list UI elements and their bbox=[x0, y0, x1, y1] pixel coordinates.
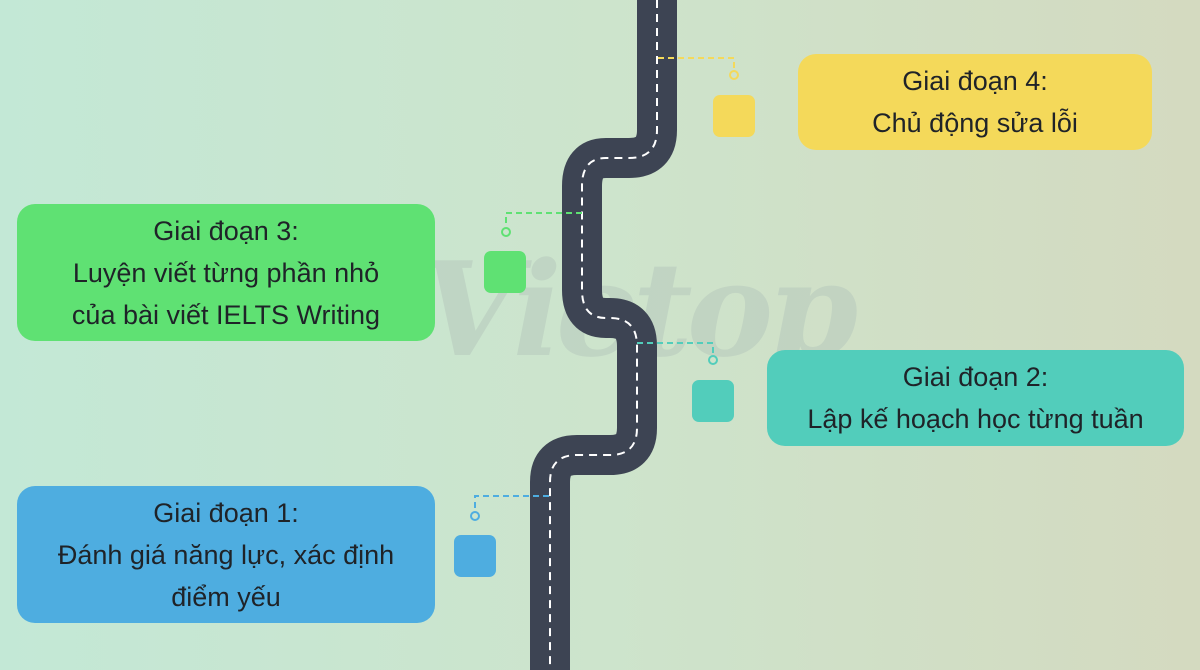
stage-1-line-2: điểm yếu bbox=[171, 581, 281, 612]
stage-2-marker bbox=[692, 380, 734, 422]
stage-4-title: Giai đoạn 4: bbox=[902, 66, 1048, 96]
connector-stage-1 bbox=[470, 495, 549, 521]
connector-stage-4 bbox=[658, 57, 739, 80]
winding-road bbox=[530, 0, 677, 670]
stage-3-line-1: Luyện viết từng phần nhỏ bbox=[72, 257, 380, 288]
stage-3-card: Giai đoạn 3: Luyện viết từng phần nhỏ củ… bbox=[17, 204, 435, 341]
stage-1-title: Giai đoạn 1: bbox=[153, 497, 299, 528]
stage-1-marker bbox=[454, 535, 496, 577]
stage-3-marker bbox=[484, 251, 526, 293]
road-surface bbox=[530, 0, 677, 670]
stage-4-marker bbox=[713, 95, 755, 137]
stage-2-card: Giai đoạn 2: Lập kế hoạch học từng tuần bbox=[767, 350, 1184, 446]
stage-4-card: Giai đoạn 4: Chủ động sửa lỗi bbox=[798, 54, 1152, 150]
stage-1-line-1: Đánh giá năng lực, xác định bbox=[57, 539, 395, 570]
stage-3-title: Giai đoạn 3: bbox=[153, 215, 299, 246]
stage-2-title: Giai đoạn 2: bbox=[902, 362, 1049, 392]
stage-4-line-1: Chủ động sửa lỗi bbox=[872, 108, 1078, 138]
stage-2-line-1: Lập kế hoạch học từng tuần bbox=[807, 404, 1144, 434]
connector-stage-2 bbox=[637, 342, 718, 365]
connector-stage-3 bbox=[501, 212, 582, 237]
stage-1-card: Giai đoạn 1: Đánh giá năng lực, xác định… bbox=[17, 486, 435, 623]
stage-3-line-2: của bài viết IELTS Writing bbox=[71, 299, 381, 330]
